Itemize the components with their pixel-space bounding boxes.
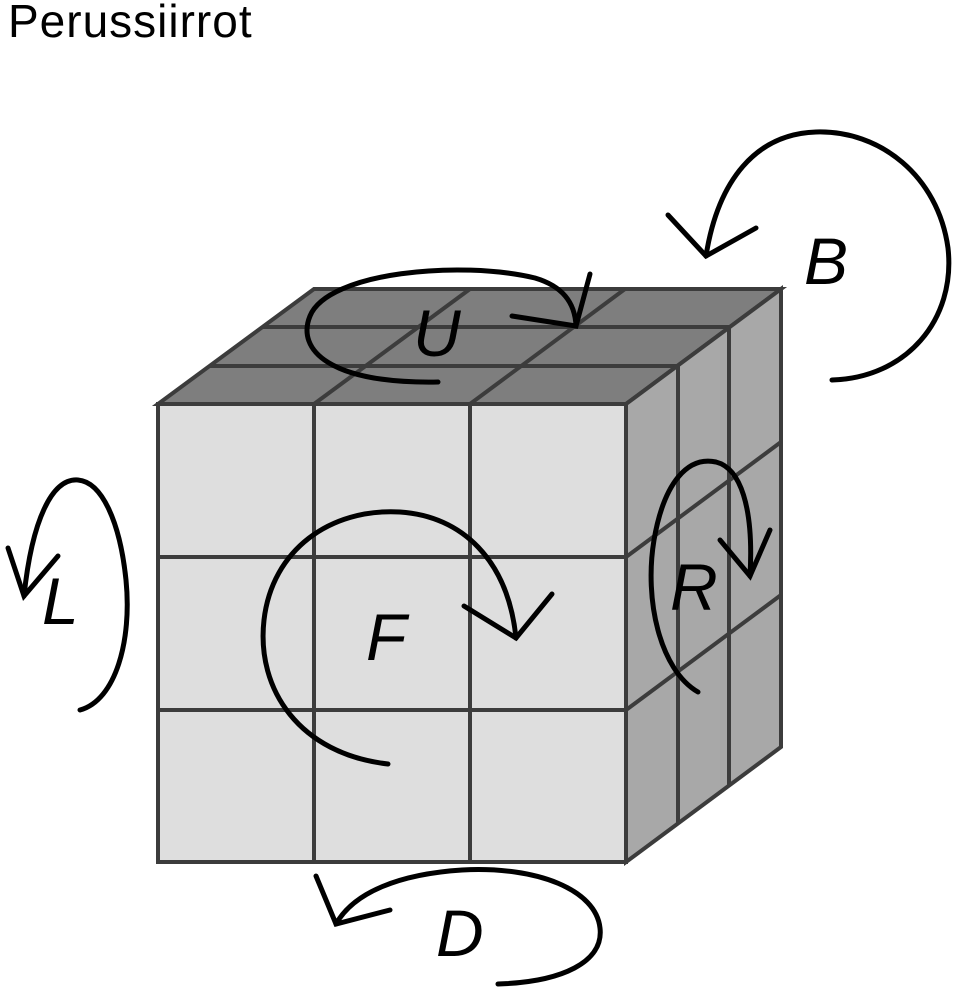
move-f-label: F [366,600,410,674]
cube-front-face [156,402,628,864]
move-l-label: L [42,564,79,638]
move-r-label: R [670,550,718,624]
move-l-arrow [5,477,130,713]
move-b-label: B [804,224,848,298]
move-r-arrow [648,458,773,695]
move-u-arrow [304,267,593,385]
move-b-arrow [665,129,952,383]
cube-right-face [624,285,783,866]
move-d-arrow [313,867,603,987]
move-f-arrow [260,509,555,767]
page-title: Perussiirrot [8,0,253,47]
move-u-label: U [413,296,461,370]
move-d-label: D [436,896,484,970]
